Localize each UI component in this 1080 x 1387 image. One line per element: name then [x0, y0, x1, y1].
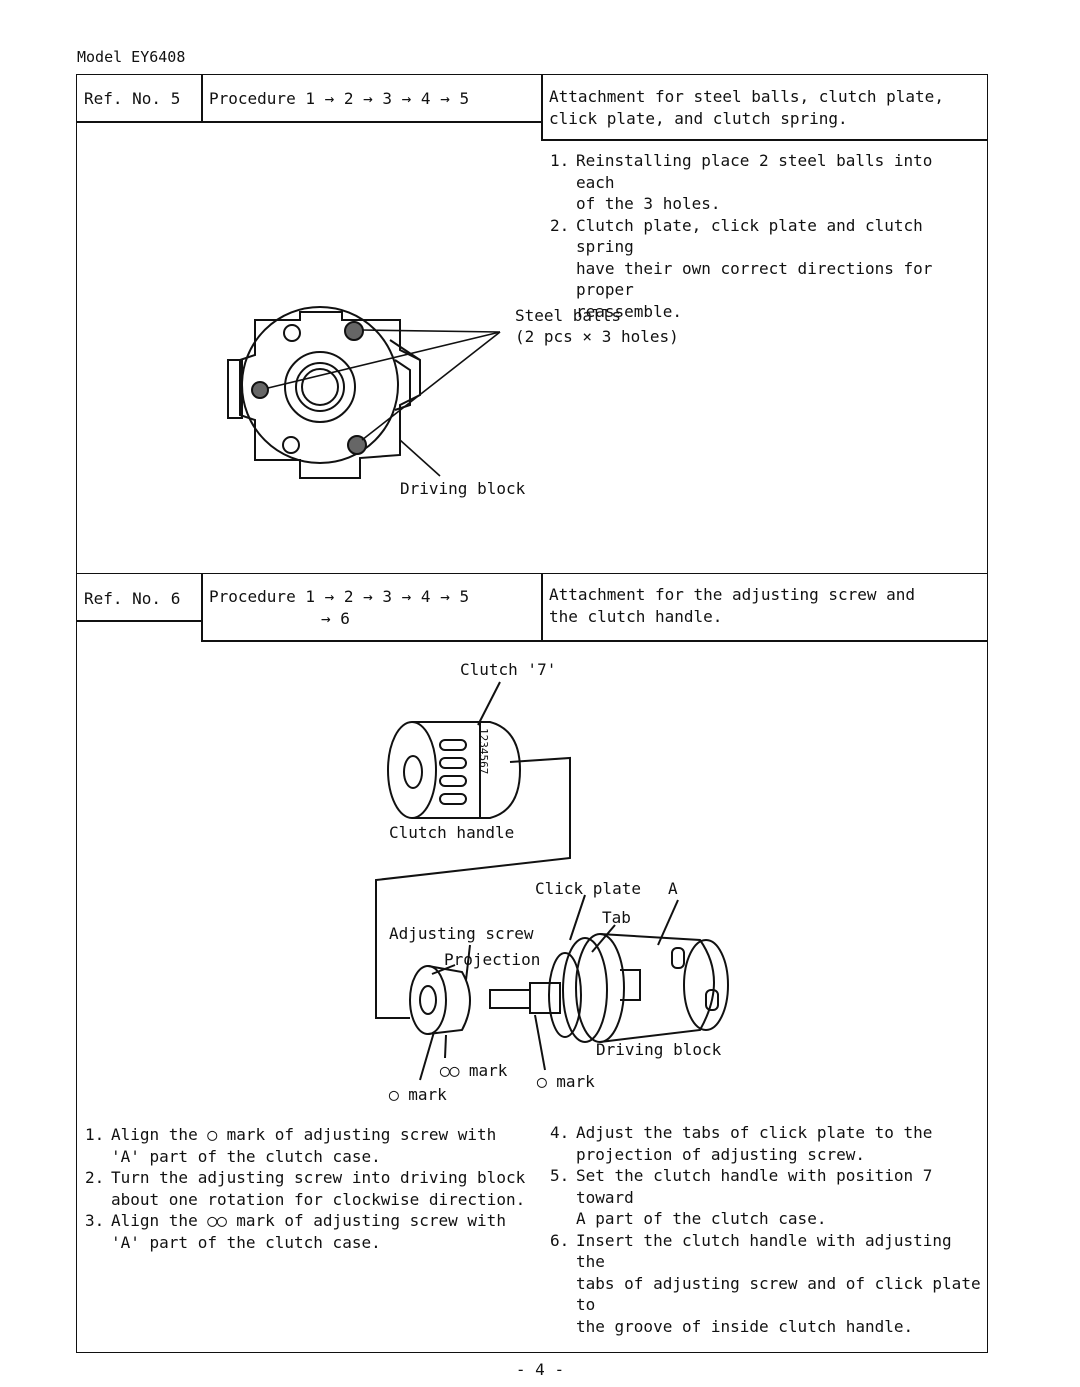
dial-numbers: 1234567 [477, 728, 490, 775]
list-item: 1.Reinstalling place 2 steel balls into … [550, 151, 933, 213]
section6-steps-left: 1.Align the ◯ mark of adjusting screw wi… [85, 1124, 535, 1253]
section6-title: Attachment for the adjusting screw and t… [549, 585, 916, 626]
driving-block-label-2: Driving block [596, 1040, 722, 1059]
list-item: 1.Align the ◯ mark of adjusting screw wi… [85, 1125, 497, 1166]
clutch-handle-label: Clutch handle [389, 823, 515, 842]
list-item: 2.Clutch plate, click plate and clutch s… [550, 215, 933, 321]
steel-balls-label: Steel balls (2 pcs × 3 holes) [515, 306, 679, 346]
page-number: - 4 - [515, 1360, 565, 1379]
list-item: 3.Align the ◯◯ mark of adjusting screw w… [85, 1211, 506, 1252]
section5-title: Attachment for steel balls, clutch plate… [549, 87, 944, 128]
list-item: 6.Insert the clutch handle with adjustin… [550, 1230, 981, 1336]
a-label: A [668, 879, 678, 898]
single-mark-left-label: ◯ mark [389, 1085, 447, 1104]
projection-label: Projection [444, 950, 541, 969]
adjusting-screw-label: Adjusting screw [389, 924, 534, 943]
tab-label: Tab [602, 908, 631, 927]
model-label: Model EY6408 [77, 48, 186, 66]
procedure-6: Procedure 1 → 2 → 3 → 4 → 5 → 6 [209, 587, 470, 628]
driving-block-label: Driving block [400, 479, 526, 498]
list-item: 2.Turn the adjusting screw into driving … [85, 1168, 526, 1209]
section-ref6 [76, 573, 988, 1353]
single-mark-right-label: ◯ mark [537, 1072, 595, 1091]
click-plate-label: Click plate [535, 879, 641, 898]
ref-number-6: Ref. No. 6 [84, 589, 181, 608]
double-mark-label: ◯◯ mark [440, 1061, 508, 1080]
list-item: 5.Set the clutch handle with position 7 … [550, 1166, 933, 1228]
section5-steps: 1.Reinstalling place 2 steel balls into … [550, 150, 980, 322]
clutch-7-label: Clutch '7' [460, 660, 557, 679]
ref-number-5: Ref. No. 5 [84, 89, 181, 108]
procedure-5: Procedure 1 → 2 → 3 → 4 → 5 [209, 89, 470, 108]
